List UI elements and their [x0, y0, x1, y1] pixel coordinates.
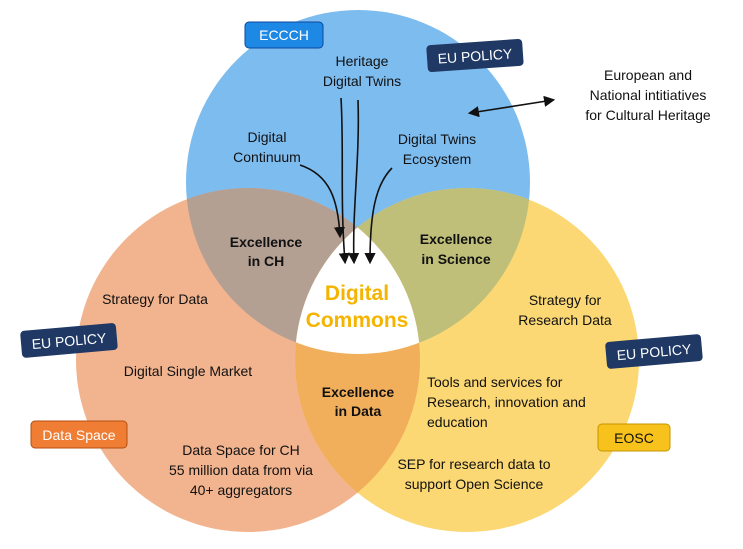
overlap-ch-line2: in CH [248, 253, 285, 269]
center-label-line2: Commons [306, 309, 409, 332]
eu-policy-top-label: EU POLICY [437, 45, 513, 66]
data-space-badge-label: Data Space [42, 427, 115, 443]
eu-policy-left-label: EU POLICY [31, 330, 107, 353]
heritage-line2: Digital Twins [323, 73, 401, 89]
eu-policy-badge-left: EU POLICY [20, 323, 118, 358]
eu-policy-right-label: EU POLICY [616, 341, 692, 364]
overlap-data-line1: Excellence [322, 384, 395, 400]
continuum-line2: Continuum [233, 149, 301, 165]
left-dataspace-line3: 40+ aggregators [190, 482, 292, 498]
arrow-ecosystem [364, 167, 393, 265]
ecccch-badge-label: ECCCH [259, 27, 309, 43]
ecccch-badge: ECCCH [244, 21, 324, 49]
center-region [295, 188, 420, 354]
left-market: Digital Single Market [124, 363, 252, 379]
continuum-line1: Digital [248, 129, 287, 145]
ecosystem-line2: Ecosystem [403, 151, 471, 167]
ecosystem-line1: Digital Twins [398, 131, 476, 147]
initiatives-line1: European and [604, 67, 692, 83]
center-label-line1: Digital [325, 282, 389, 305]
overlap-data-line2: in Data [335, 403, 382, 419]
right-sep-line1: SEP for research data to [397, 456, 550, 472]
overlap-ch-line1: Excellence [230, 234, 303, 250]
heritage-line1: Heritage [336, 53, 389, 69]
initiatives-line3: for Cultural Heritage [585, 107, 710, 123]
right-sep-line2: support Open Science [405, 476, 544, 492]
right-tools-line2: Research, innovation and [427, 394, 586, 410]
right-tools-line1: Tools and services for [427, 374, 563, 390]
overlap-science-line2: in Science [421, 251, 490, 267]
eosc-badge: EOSC [597, 423, 671, 452]
arrow-heritage-left [338, 97, 350, 265]
eosc-badge-label: EOSC [614, 430, 654, 446]
left-strategy: Strategy for Data [102, 291, 208, 307]
arrow-heritage-right [348, 99, 360, 265]
overlap-science-line1: Excellence [420, 231, 493, 247]
eu-policy-badge-top: EU POLICY [426, 38, 524, 73]
arrow-continuum [299, 164, 346, 239]
left-dataspace-line2: 55 million data from via [169, 462, 313, 478]
double-arrow [467, 95, 556, 118]
initiatives-line2: National intitiatives [590, 87, 707, 103]
data-space-badge: Data Space [30, 420, 128, 449]
right-strategy-line1: Strategy for [529, 292, 602, 308]
right-strategy-line2: Research Data [518, 312, 612, 328]
eu-policy-badge-right: EU POLICY [605, 334, 703, 369]
right-tools-line3: education [427, 414, 488, 430]
left-dataspace-line1: Data Space for CH [182, 442, 300, 458]
